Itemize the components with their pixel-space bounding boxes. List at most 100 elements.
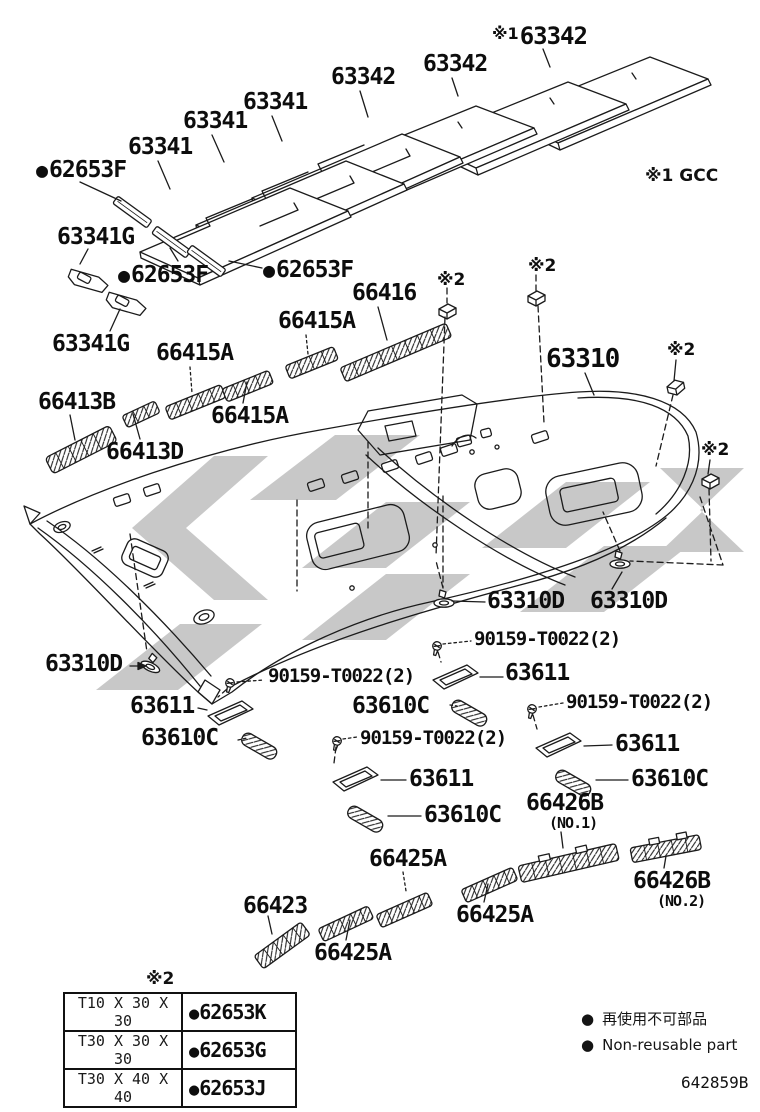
part-label-2: ※2	[528, 258, 556, 275]
size-spec: T10 X 30 X 30	[63, 992, 183, 1032]
note-gcc: ※1 GCC	[645, 166, 719, 186]
size-spec: T30 X 30 X 30	[63, 1030, 183, 1070]
part-label-66415A: 66415A	[278, 308, 356, 334]
part-number-text: 66413B	[38, 389, 116, 415]
clip-strip-66415A-3	[285, 346, 339, 379]
part-number-text: 63341G	[52, 331, 130, 357]
part-label-63310D: 63310D	[590, 590, 668, 613]
part-number-text: 66425A	[456, 902, 534, 928]
part-label-63342: ※163342	[492, 24, 588, 48]
part-number: 62653K	[199, 1000, 266, 1024]
part-label-66423: 66423	[243, 893, 308, 919]
table-row: T30 X 30 X 30 ●62653G	[63, 1030, 297, 1070]
part-number-text: 63341	[183, 108, 248, 134]
part-number-text: 63611	[615, 731, 680, 757]
part-label-NO1: (NO.1)	[549, 814, 598, 832]
part-label-63341G: 63341G	[57, 224, 135, 250]
part-number: 62653G	[199, 1038, 266, 1062]
part-number-text: (NO.1)	[549, 814, 598, 832]
part-label-66426B: 66426B	[633, 870, 711, 893]
part-number-text: 62653F	[276, 257, 354, 283]
non-reusable-dot-icon: ●	[581, 1009, 595, 1028]
part-label-63310: 63310	[546, 346, 620, 372]
part-number-text: ※2	[667, 340, 696, 360]
part-number-text: 63610C	[352, 693, 430, 719]
part-label-66426B: 66426B	[526, 792, 604, 815]
part-label-66415A: 66415A	[211, 405, 289, 428]
part-label-2: ※2	[437, 272, 465, 289]
part-label-66425A: 66425A	[456, 902, 534, 928]
size-table-marker: ※2	[146, 969, 175, 989]
legend-text-en: Non-reusable part	[602, 1036, 738, 1054]
part-number-text: 90159-T0022(2)	[566, 691, 713, 713]
part-label-66425A: 66425A	[369, 846, 447, 872]
asterisk-note: ※1	[492, 24, 519, 43]
page-code: 642859B	[681, 1073, 749, 1092]
part-label-66416: 66416	[352, 280, 417, 306]
legend-row-jp: ● 再使用不可部品	[581, 1008, 737, 1029]
part-number-text: 66415A	[278, 308, 356, 334]
non-reusable-dot-icon: ●	[118, 263, 131, 287]
part-label-90159T00222: 90159-T0022(2)	[360, 727, 507, 749]
part-label-63341: 63341	[128, 136, 193, 159]
part-label-NO2: (NO.2)	[657, 892, 706, 910]
part-number-text: 66425A	[369, 846, 447, 872]
part-label-63341: 63341	[183, 108, 248, 134]
clip-strip-66425A-3	[461, 867, 518, 903]
non-reusable-dot-icon: ●	[189, 1042, 199, 1062]
part-number-text: 66413D	[106, 439, 184, 465]
part-label-63610C: 63610C	[424, 802, 502, 828]
part-number-cell: ●62653K	[181, 992, 297, 1032]
clip-strip-66415A-2	[222, 370, 274, 402]
dotted-leaders	[189, 334, 564, 892]
clip-strip-66423	[254, 922, 310, 969]
clip-strip-66425A-1	[318, 906, 374, 942]
watermark	[96, 435, 744, 690]
part-label-2: ※2	[667, 342, 695, 359]
legend-row-en: ● Non-reusable part	[581, 1036, 737, 1054]
part-label-66413B: 66413B	[38, 389, 116, 415]
part-label-90159T00222: 90159-T0022(2)	[268, 667, 415, 686]
part-number-cell: ●62653J	[181, 1068, 297, 1108]
non-reusable-dot-icon: ●	[189, 1004, 199, 1024]
brackets-63341G	[67, 268, 147, 317]
part-label-66413D: 66413D	[106, 439, 184, 465]
part-label-63342: 63342	[331, 66, 396, 89]
part-number-text: ※2	[437, 270, 466, 290]
part-label-63610C: 63610C	[631, 766, 709, 792]
part-label-66425A: 66425A	[314, 940, 392, 966]
part-label-66415A: 66415A	[156, 342, 234, 365]
non-reusable-dot-icon: ●	[36, 158, 49, 182]
part-number-text: 90159-T0022(2)	[360, 727, 507, 749]
part-label-63341: 63341	[243, 91, 308, 114]
legend-text-jp: 再使用不可部品	[602, 1010, 708, 1028]
part-number-text: 63610C	[424, 802, 502, 828]
clip-strip-66416	[340, 323, 452, 382]
part-number-text: ※2	[528, 256, 557, 276]
part-number-text: ※2	[701, 440, 730, 460]
clip-strip-66426B-no2	[629, 831, 702, 863]
part-number-text: 90159-T0022(2)	[474, 628, 621, 650]
part-number-text: 63610C	[141, 725, 219, 751]
clip-strip-66413B	[45, 426, 117, 474]
part-number-text: 66425A	[314, 940, 392, 966]
part-number-text: 62653F	[49, 157, 127, 183]
part-number-text: 63341G	[57, 224, 135, 250]
part-label-63341G: 63341G	[52, 331, 130, 357]
part-label-2: ※2	[701, 442, 729, 459]
part-label-63611: 63611	[615, 731, 680, 757]
part-number-text: (NO.2)	[657, 892, 706, 910]
part-number-text: 62653F	[131, 262, 209, 288]
part-number-text: 63610C	[631, 766, 709, 792]
part-label-63611: 63611	[130, 695, 195, 718]
clip-strip-66425A-2	[376, 892, 433, 928]
part-number-text: 63342	[423, 51, 488, 77]
part-number-text: 66423	[243, 893, 308, 919]
part-number-text: 66416	[352, 280, 417, 306]
part-label-63342: 63342	[423, 51, 488, 77]
legend: ● 再使用不可部品 ● Non-reusable part	[581, 1008, 737, 1055]
part-label-63611: 63611	[409, 766, 474, 792]
part-number-text: 63611	[409, 766, 474, 792]
